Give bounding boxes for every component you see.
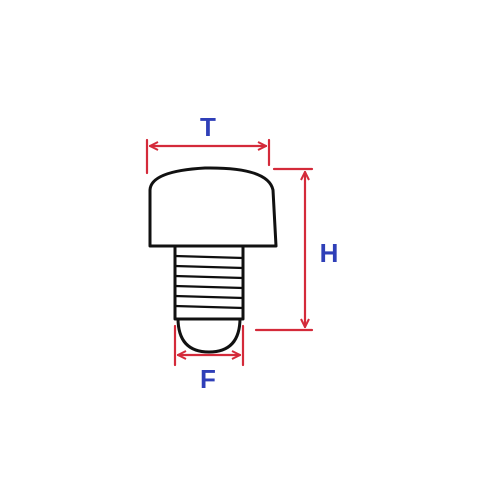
label-f: F — [200, 364, 216, 394]
thread-lines — [173, 254, 245, 310]
label-t: T — [200, 112, 216, 142]
dome-tip — [176, 316, 242, 354]
label-h: H — [320, 238, 339, 268]
part-outline — [148, 166, 278, 354]
dimension-lines — [145, 138, 314, 367]
head-cap — [148, 166, 278, 248]
